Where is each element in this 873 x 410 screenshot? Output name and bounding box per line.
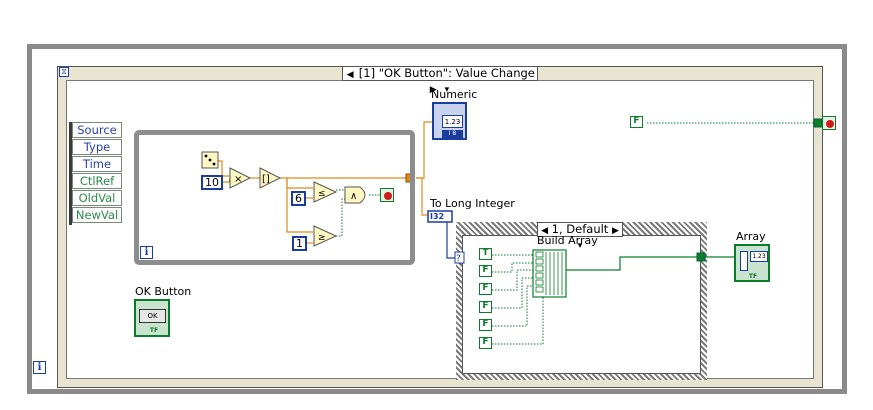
wire (492, 285, 533, 327)
ok-button-face: OK (139, 309, 166, 323)
array-label: Array (736, 230, 766, 243)
random-number-node (201, 151, 219, 169)
event-tunnel (813, 118, 823, 128)
multiply-node: × (229, 167, 252, 189)
case-next-icon[interactable]: ▶ (611, 226, 619, 236)
and-node: ∧ (344, 186, 366, 204)
wire (416, 121, 432, 179)
selector-prev-icon[interactable]: ◀ (346, 70, 354, 80)
round-node: [] (259, 167, 282, 189)
integer-wire (446, 222, 456, 259)
false-constant-6[interactable]: F (479, 337, 492, 349)
numeric-indicator[interactable]: 1.23 I 8 (432, 102, 467, 140)
to-long-integer-label: To Long Integer (430, 197, 515, 210)
outer-stop-terminal (822, 116, 836, 130)
event-data-oldval[interactable]: OldVal (72, 190, 122, 206)
svg-text:?: ? (456, 254, 461, 264)
wire (416, 177, 428, 216)
wire (492, 277, 533, 309)
inner-while-loop (134, 130, 415, 265)
case-selector-label: 1, Default (551, 222, 609, 236)
array-wire-group (566, 256, 736, 271)
boolean-wire-group (336, 122, 815, 345)
event-data-node[interactable]: Source Type Time CtlRef OldVal NewVal (69, 122, 122, 225)
selector-dropdown-icon[interactable]: ▾ (444, 85, 450, 95)
wire (336, 198, 345, 237)
false-constant-4[interactable]: F (479, 301, 492, 313)
outer-while-loop (27, 44, 847, 394)
wire (705, 256, 736, 264)
case-dropdown-icon[interactable]: ▾ (577, 241, 583, 251)
svg-text:[]: [] (262, 174, 270, 185)
false-constant[interactable]: F (630, 116, 643, 128)
event-case-selector[interactable]: ◀ [1] "OK Button": Value Change ▶ ▾ (342, 66, 538, 95)
ok-button-terminal[interactable]: OK TF (134, 299, 170, 337)
case-tunnel (696, 252, 706, 262)
event-data-type[interactable]: Type (72, 139, 122, 155)
false-constant-5[interactable]: F (479, 319, 492, 331)
case-structure-frame (462, 235, 701, 374)
svg-text:≥: ≥ (318, 233, 326, 243)
constant-ten[interactable]: 10 (201, 175, 223, 190)
svg-text:≤: ≤ (318, 189, 326, 199)
wire (566, 256, 700, 271)
case-prev-icon[interactable]: ◀ (541, 226, 549, 236)
array-value: 1.23 (750, 251, 768, 262)
outer-iteration-terminal: i (33, 361, 46, 374)
ok-button-label: OK Button (135, 285, 192, 298)
build-array-node (532, 249, 567, 298)
event-data-newval[interactable]: NewVal (72, 207, 122, 223)
event-data-time[interactable]: Time (72, 156, 122, 172)
event-selector-label: [1] "OK Button": Value Change (358, 66, 535, 80)
array-type-badge: TF (748, 273, 758, 280)
array-indicator[interactable]: 1.23 TF (734, 244, 770, 282)
event-data-ctlref[interactable]: CtlRef (72, 173, 122, 189)
to-long-integer-type: I32 (430, 212, 445, 221)
less-than-node: ≥ (313, 225, 338, 247)
case-selector-terminal (454, 251, 465, 264)
inner-iteration-terminal: i (140, 246, 153, 259)
constant-six[interactable]: 6 (291, 191, 306, 206)
numeric-type-badge: I 8 (442, 130, 463, 138)
ok-type-badge: TF (149, 327, 159, 334)
to-long-integer-node (427, 210, 453, 223)
numeric-label: Numeric (431, 88, 478, 101)
build-array-label: Build Array (537, 234, 598, 247)
wire (286, 178, 313, 233)
selector-next-icon[interactable]: ▶ (429, 85, 437, 95)
event-data-source[interactable]: Source (72, 122, 122, 138)
greater-than-node: ≤ (313, 181, 338, 203)
inner-stop-terminal (380, 188, 394, 202)
event-timeout-icon[interactable]: ⧖ (59, 67, 69, 77)
false-constant-2[interactable]: F (479, 265, 492, 277)
constant-one[interactable]: 1 (292, 236, 307, 251)
case-selector[interactable]: ◀ 1, Default ▶ ▾ (537, 222, 623, 251)
numeric-value: 1.23 (442, 115, 463, 128)
true-constant-1[interactable]: T (479, 248, 492, 260)
false-constant-3[interactable]: F (479, 283, 492, 295)
svg-text:×: × (234, 174, 242, 185)
wire (492, 269, 533, 291)
wire (492, 262, 533, 273)
array-index-icon (740, 251, 748, 271)
svg-text:∧: ∧ (350, 191, 357, 202)
wire (492, 294, 544, 345)
